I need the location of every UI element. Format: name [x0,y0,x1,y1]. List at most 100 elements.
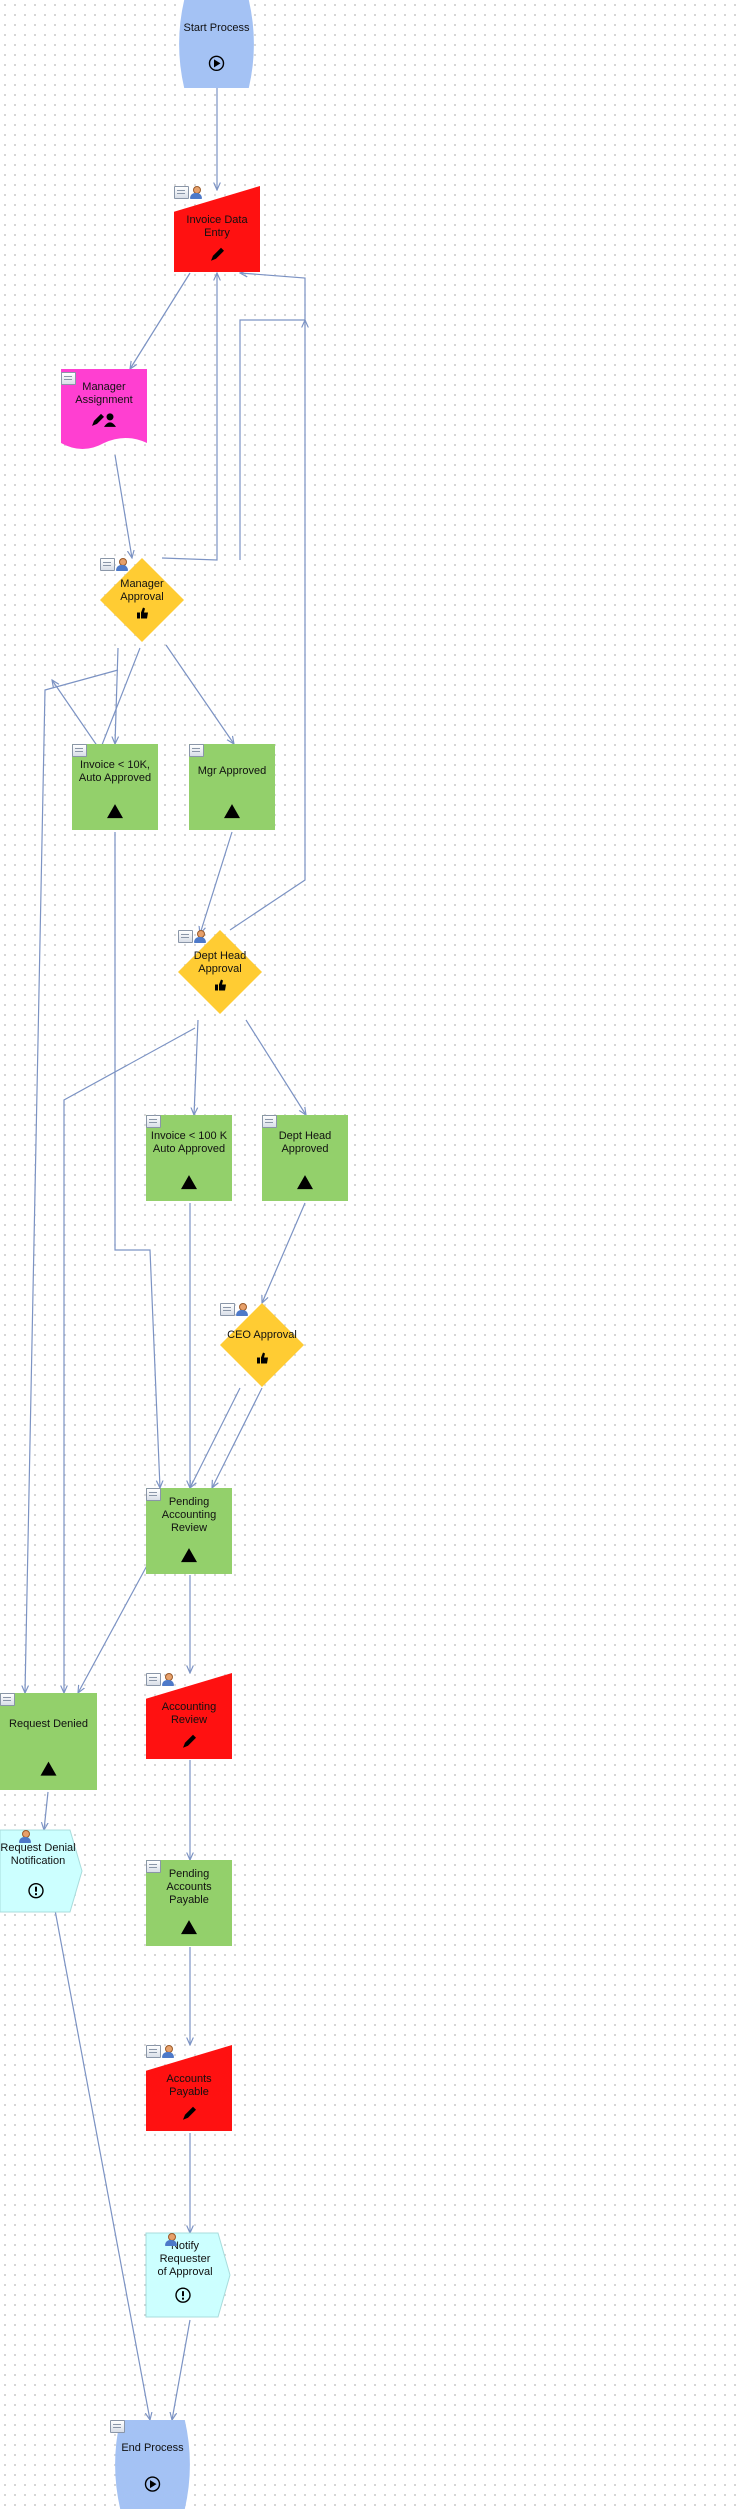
details-badge-icon[interactable] [72,744,87,757]
assignee-icon[interactable] [116,558,128,571]
details-badge-icon[interactable] [100,558,115,571]
node-start[interactable] [179,0,254,88]
manual-shape [146,2045,232,2131]
node-label: Dept Head Approved [278,1129,332,1155]
details-badge-icon[interactable] [61,372,76,385]
pencil-icon [183,2106,196,2120]
state-shape [72,744,158,830]
state-shape [146,1488,232,1574]
details-badge-icon[interactable] [178,930,193,943]
thumbs-up-icon [215,979,226,991]
state-shape [146,1860,232,1946]
assignee-icon[interactable] [194,930,206,943]
connector-arrow [115,647,118,744]
node-notify-req[interactable] [145,2232,231,2318]
assignee-icon[interactable] [236,1303,248,1316]
thumbs-up-icon [257,1352,268,1364]
node-dept-approved[interactable] [262,1115,348,1201]
details-badge-icon[interactable] [146,1115,161,1128]
node-label: Request Denied [9,1718,88,1731]
assignee-icon[interactable] [190,186,202,199]
node-label: Accounts Payable [166,2073,212,2099]
details-badge-icon[interactable] [146,2045,161,2058]
triangle-icon [181,1175,197,1190]
assignee-icon[interactable] [162,2045,174,2058]
triangle-icon [224,804,240,819]
node-ap[interactable] [146,2045,232,2131]
pencil-icon [211,247,224,261]
notify-shape [0,1829,83,1913]
connector-arrow [114,454,132,558]
triangle-icon [297,1175,313,1190]
node-label: Manager Assignment [75,381,133,407]
node-acct-review[interactable] [146,1673,232,1759]
details-badge-icon[interactable] [146,1488,161,1501]
node-label: Pending Accounts Payable [166,1868,212,1907]
node-pending-ap[interactable] [146,1860,232,1946]
start-shape [115,2420,190,2509]
details-badge-icon[interactable] [174,186,189,199]
document-shape [61,369,147,449]
assignee-icon[interactable] [19,1830,31,1843]
decision-shape [100,558,184,642]
decision-shape [178,930,262,1014]
node-label: Dept Head Approval [193,949,247,975]
state-shape [189,744,275,830]
notify-shape [145,2232,231,2318]
manual-shape [146,1673,232,1759]
node-auto100k[interactable] [146,1115,232,1201]
node-mgr-approved[interactable] [189,744,275,830]
alert-icon [28,1882,44,1899]
node-ceo[interactable] [220,1303,304,1387]
node-label: Accounting Review [161,1701,217,1727]
node-end[interactable] [115,2420,190,2509]
node-auto10k[interactable] [72,744,158,830]
connector-arrow [262,1202,306,1303]
node-label: Notify Requester of Approval [157,2239,213,2278]
connector-arrow [245,1019,306,1115]
state-shape [262,1115,348,1201]
details-badge-icon[interactable] [146,1673,161,1686]
connector-arrow [190,1387,241,1488]
edit-user-icon [92,413,116,427]
play-icon [144,2476,161,2492]
connector-arrow [25,669,119,1693]
manual-shape [174,186,260,272]
connector-arrow [194,1019,199,1115]
node-mgr-assign[interactable] [61,369,147,449]
connector-arrow [165,644,234,744]
connector-arrow [64,1027,196,1693]
assignee-icon[interactable] [162,1673,174,1686]
connector-arrow [229,320,305,931]
connector-arrow [78,1559,151,1693]
node-dept-approval[interactable] [178,930,262,1014]
assignee-icon[interactable] [165,2233,177,2246]
node-pending-acct[interactable] [146,1488,232,1574]
details-badge-icon[interactable] [220,1303,235,1316]
state-shape [146,1115,232,1201]
connector-arrow [44,1791,48,1830]
node-label: CEO Approval [227,1329,297,1342]
shapes-layer [0,0,348,2509]
node-mgr-approval[interactable] [100,558,184,642]
connector-arrow [240,273,306,560]
connector-arrow [54,1909,150,2420]
pencil-icon [183,1734,196,1748]
edges-layer [25,88,306,2420]
node-label: Pending Accounting Review [161,1496,217,1535]
details-badge-icon[interactable] [110,2420,125,2433]
details-badge-icon[interactable] [0,1693,15,1706]
node-denied[interactable] [0,1693,97,1790]
start-shape [179,0,254,88]
connector-arrow [200,831,233,934]
node-invoice[interactable] [174,186,260,272]
connector-arrow [114,832,160,1488]
state-shape [0,1693,97,1790]
node-denial-notif[interactable] [0,1829,83,1913]
details-badge-icon[interactable] [262,1115,277,1128]
details-badge-icon[interactable] [189,744,204,757]
triangle-icon [181,1548,197,1563]
node-label: Invoice Data Entry [186,214,248,240]
details-badge-icon[interactable] [146,1860,161,1873]
